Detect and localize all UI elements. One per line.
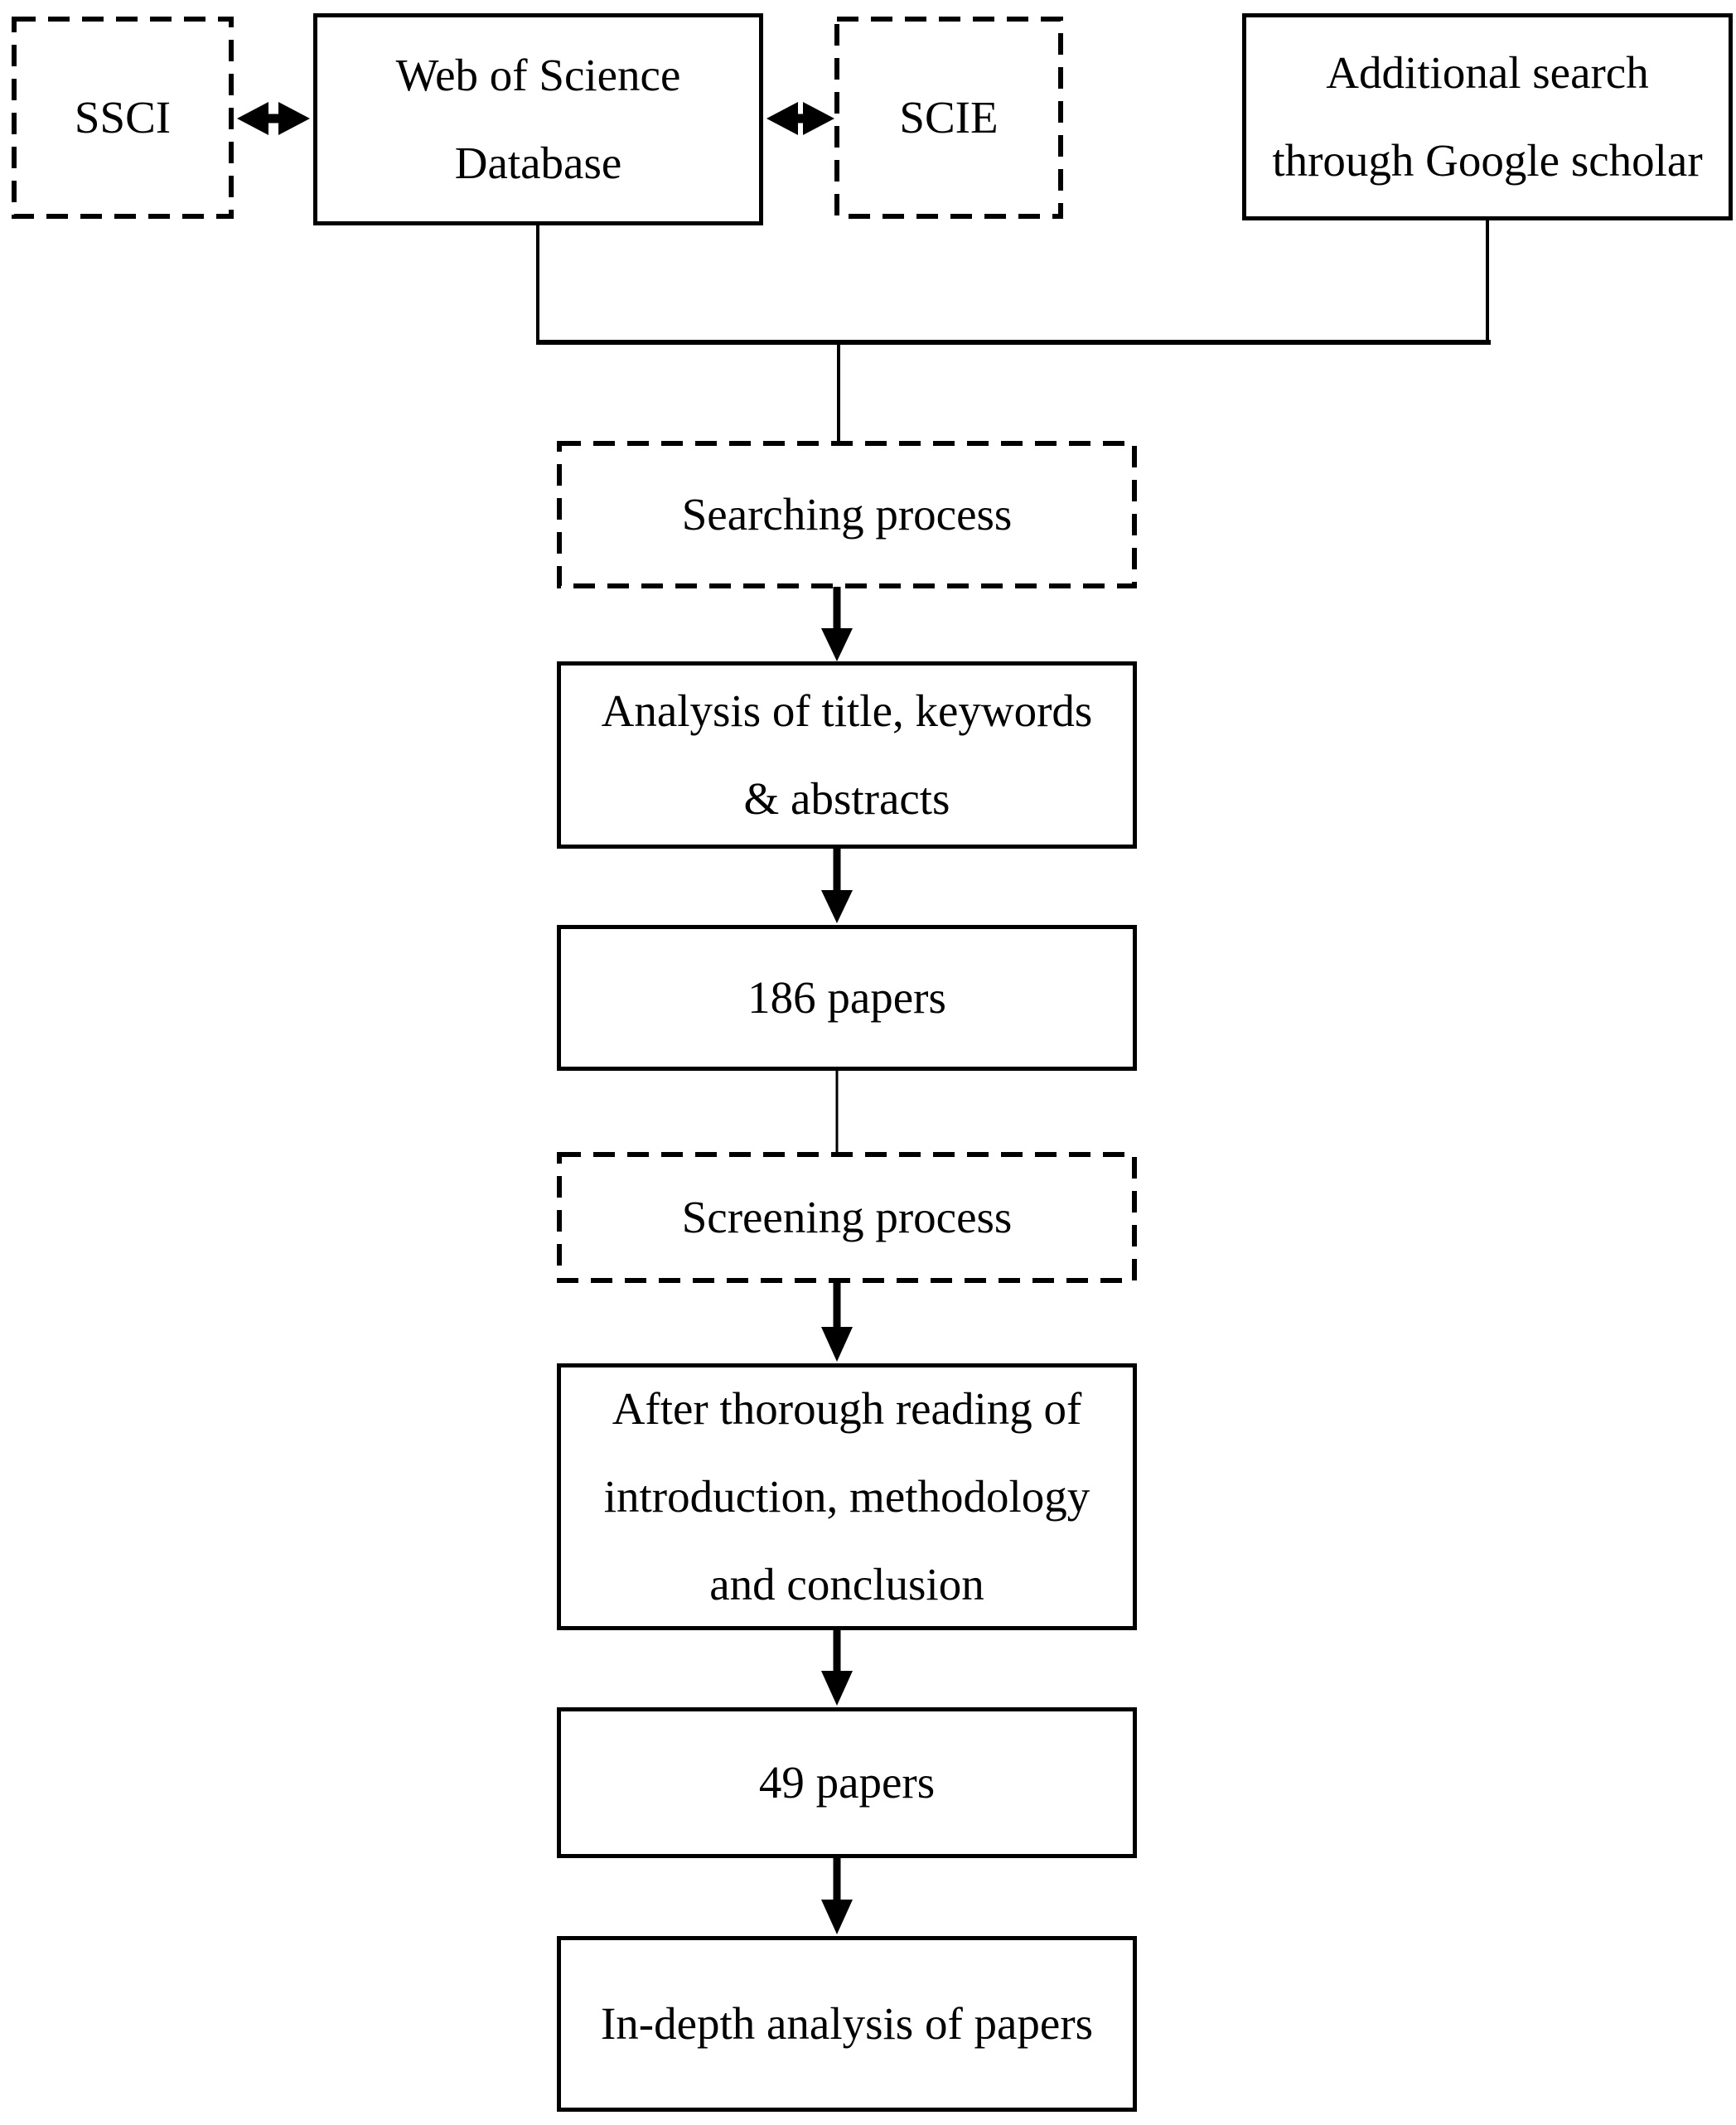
node-49-papers: 49 papers [557, 1707, 1137, 1858]
node-label: Additional search [1326, 47, 1649, 98]
connector-gather-lines [536, 219, 1491, 444]
node-searching-process: Searching process [557, 441, 1137, 588]
node-label: introduction, methodology [603, 1471, 1090, 1522]
node-label: Database [454, 138, 622, 188]
node-label: & abstracts [743, 773, 950, 824]
node-label: SSCI [74, 92, 172, 143]
scie-dashed-border [834, 17, 1063, 219]
node-label: Searching process [681, 489, 1013, 540]
double-arrow-ssci-wos [237, 102, 310, 135]
node-label: SCIE [899, 92, 999, 143]
searching-process-dashed-border [557, 441, 1137, 588]
node-additional-search: Additional search through Google scholar [1242, 13, 1733, 220]
node-web-of-science-database: Web of Science Database [313, 13, 763, 225]
node-in-depth-analysis: In-depth analysis of papers [557, 1936, 1137, 2112]
node-label: 49 papers [758, 1757, 936, 1808]
node-label: Screening process [681, 1192, 1013, 1242]
node-label: 186 papers [747, 972, 946, 1023]
arrow-analysis-to-186papers [821, 849, 853, 923]
node-screening-process: Screening process [557, 1152, 1137, 1283]
node-ssci: SSCI [12, 17, 234, 219]
node-label: After thorough reading of [612, 1383, 1082, 1434]
node-label: and conclusion [709, 1559, 984, 1609]
node-after-thorough-reading: After thorough reading of introduction, … [557, 1363, 1137, 1630]
node-analysis-title-keywords-abstracts: Analysis of title, keywords & abstracts [557, 661, 1137, 849]
node-label: In-depth analysis of papers [600, 1998, 1094, 2049]
arrow-49papers-to-indepth [821, 1858, 853, 1934]
node-186-papers: 186 papers [557, 925, 1137, 1071]
ssci-dashed-border [12, 17, 234, 219]
node-label: Web of Science [395, 50, 681, 100]
screening-process-dashed-border [557, 1152, 1137, 1283]
node-scie: SCIE [834, 17, 1063, 219]
node-label: through Google scholar [1272, 135, 1703, 186]
node-label: Analysis of title, keywords [601, 685, 1093, 736]
arrow-searching-to-analysis [821, 587, 853, 661]
arrow-screening-to-reading [821, 1281, 853, 1362]
double-arrow-wos-scie [766, 102, 834, 135]
arrow-reading-to-49papers [821, 1630, 853, 1706]
